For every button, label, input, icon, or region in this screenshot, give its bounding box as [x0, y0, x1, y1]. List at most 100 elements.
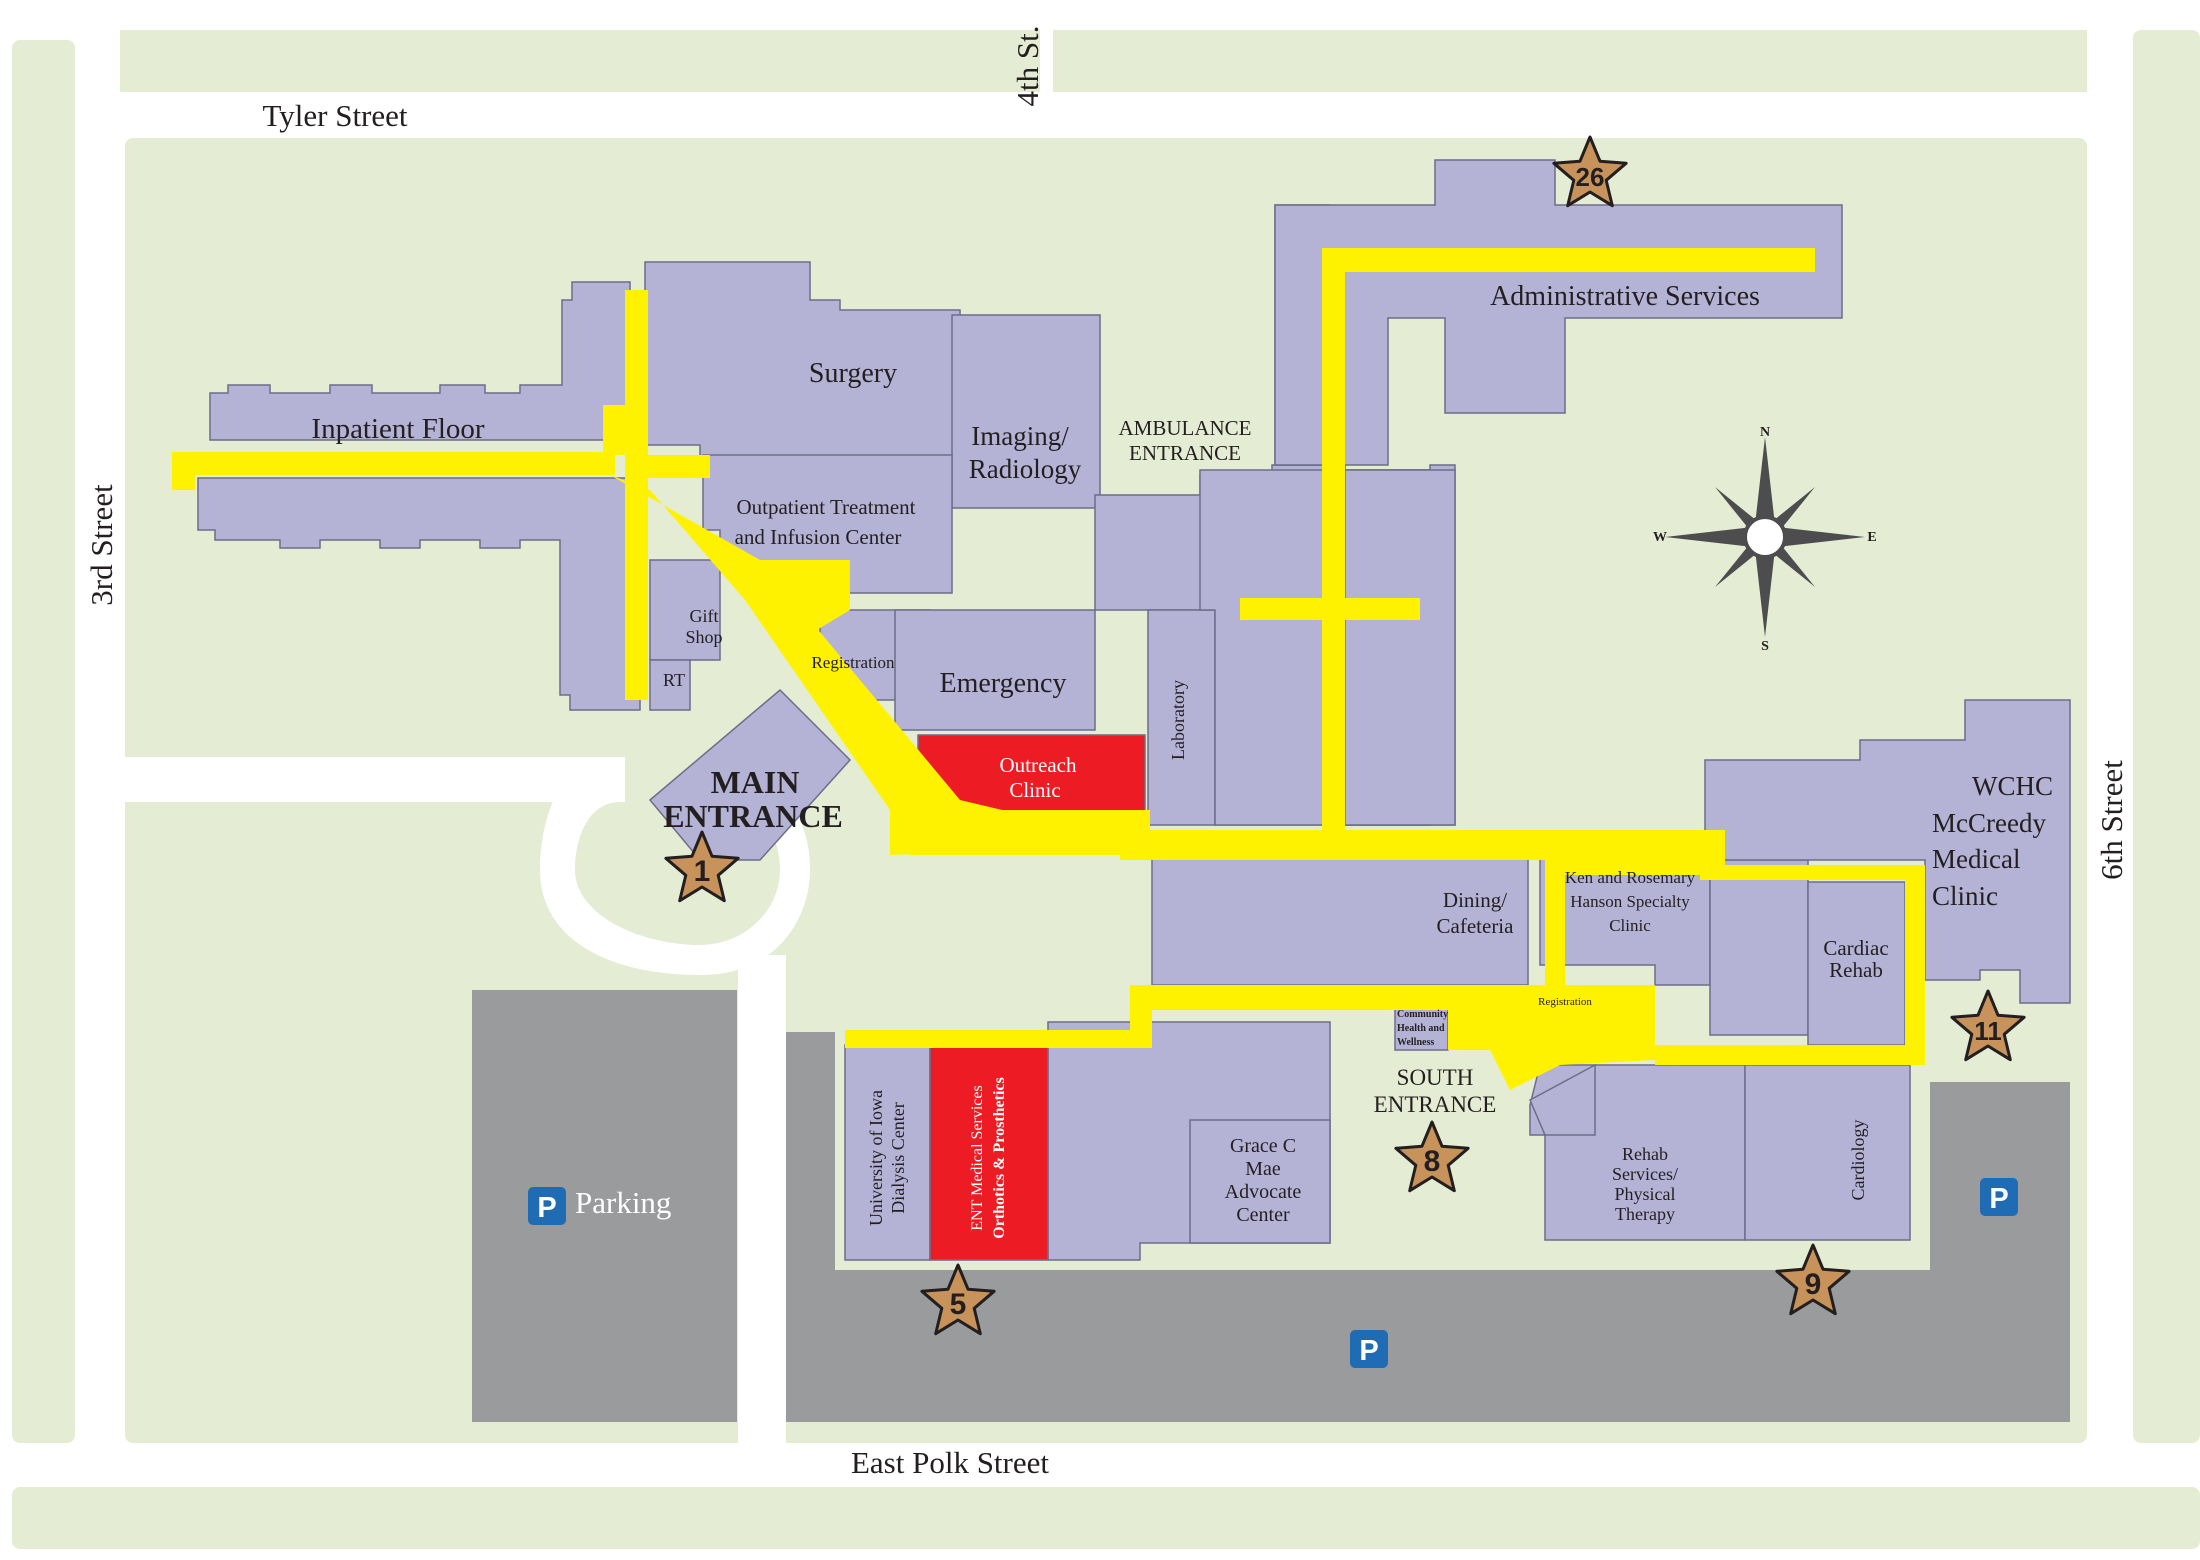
label-wchc-1: WCHC	[1972, 771, 2053, 801]
parking-icon-west: P	[528, 1187, 566, 1225]
label-rehab-1: Rehab	[1622, 1144, 1668, 1164]
label-registration-south: Registration	[1538, 996, 1592, 1008]
parking-lots	[472, 990, 2070, 1422]
building-main-entrance	[648, 688, 852, 861]
street-south: East Polk Street	[851, 1445, 1049, 1480]
label-outreach-1: Outreach	[1000, 753, 1077, 777]
label-ambulance-1: AMBULANCE	[1118, 416, 1251, 440]
compass-rose	[1665, 437, 1865, 637]
star-marker-1: 1	[664, 830, 740, 903]
star-number: 8	[1424, 1145, 1441, 1178]
star-number: 9	[1805, 1268, 1822, 1301]
building-surgery	[644, 261, 961, 461]
label-inpatient: Inpatient Floor	[311, 413, 485, 445]
label-grace-3: Advocate	[1225, 1181, 1302, 1203]
buildings	[197, 159, 2071, 1261]
label-ent-2: Orthotics & Prosthetics	[991, 1077, 1008, 1238]
label-imaging-2: Radiology	[969, 454, 1082, 484]
svg-text:P: P	[1359, 1335, 1378, 1367]
label-main-entrance-2: ENTRANCE	[663, 798, 843, 834]
star-marker-26: 26	[1552, 135, 1628, 208]
red-clinics	[917, 734, 1146, 1261]
parking-lot-south	[786, 1032, 2070, 1422]
label-registration-main: Registration	[811, 653, 895, 672]
compass-e: E	[1867, 530, 1876, 545]
building-cardiology	[1744, 1064, 1911, 1241]
street-east: 6th Street	[2094, 760, 2129, 880]
star-number: 1	[694, 855, 711, 888]
label-cardiac-1: Cardiac	[1823, 936, 1888, 960]
label-rehab-3: Physical	[1615, 1184, 1676, 1204]
parking-icon-east: P	[1980, 1178, 2018, 1216]
label-surgery: Surgery	[809, 358, 897, 389]
label-community-2: Health and	[1397, 1023, 1445, 1034]
label-imaging-1: Imaging/	[971, 421, 1069, 451]
street-west: 3rd Street	[84, 484, 119, 606]
label-gift-1: Gift	[690, 606, 719, 626]
building-ambulance-east	[1344, 469, 1456, 826]
label-cardiology: Cardiology	[1848, 1120, 1868, 1201]
label-south-entrance-2: ENTRANCE	[1374, 1092, 1497, 1117]
star-marker-8: 8	[1394, 1120, 1470, 1193]
building-rehab-west	[1529, 1063, 1596, 1136]
label-dialysis-2: Dialysis Center	[888, 1102, 908, 1213]
label-wchc-4: Clinic	[1932, 881, 1998, 911]
star-marker-5: 5	[920, 1263, 996, 1336]
label-ambulance-2: ENTRANCE	[1129, 441, 1241, 465]
label-wchc-3: Medical	[1932, 844, 2020, 874]
driveway	[125, 757, 810, 1445]
label-hanson-2: Hanson Specialty	[1570, 892, 1690, 911]
star-number: 26	[1576, 162, 1605, 192]
label-outpatient-1: Outpatient Treatment	[736, 495, 915, 519]
parking-icon-south: P	[1350, 1330, 1388, 1368]
building-rt	[649, 659, 691, 711]
label-rehab-4: Therapy	[1615, 1204, 1675, 1224]
label-dining-2: Cafeteria	[1437, 914, 1515, 938]
building-hanson-east	[1709, 859, 1809, 1036]
star-number: 11	[1974, 1016, 2002, 1046]
building-grace	[1189, 1119, 1331, 1244]
entrance-stars: 1 5 8 9 11 26	[664, 135, 2026, 1336]
label-grace-4: Center	[1236, 1204, 1290, 1226]
grass-north-right	[1053, 30, 2087, 92]
star-marker-11: 11	[1950, 989, 2026, 1062]
compass-n: N	[1760, 425, 1770, 440]
label-grace-2: Mae	[1245, 1158, 1281, 1180]
parking-lot-west	[472, 990, 737, 1422]
building-admin	[1274, 159, 1843, 466]
label-main-entrance-1: MAIN	[711, 764, 800, 800]
parking-label: Parking	[575, 1185, 671, 1220]
label-rt: RT	[663, 670, 685, 690]
label-south-entrance-1: SOUTH	[1397, 1065, 1474, 1090]
label-rehab-2: Services/	[1612, 1164, 1678, 1184]
label-cardiac-2: Rehab	[1829, 958, 1883, 982]
street-north: Tyler Street	[262, 98, 407, 133]
star-marker-9: 9	[1775, 1243, 1851, 1316]
compass-s: S	[1761, 639, 1769, 654]
svg-text:P: P	[1989, 1183, 2008, 1215]
building-inpatient-north	[209, 281, 631, 441]
grass-east	[2133, 30, 2200, 1443]
star-number: 5	[950, 1288, 967, 1321]
label-emergency: Emergency	[940, 668, 1067, 699]
label-dining-1: Dining/	[1443, 888, 1507, 912]
label-grace-1: Grace C	[1230, 1135, 1296, 1157]
label-outpatient-2: and Infusion Center	[735, 525, 902, 549]
compass-w: W	[1653, 530, 1667, 545]
hallways	[172, 248, 1925, 1090]
label-dialysis-1: University of Iowa	[866, 1090, 886, 1226]
label-ent-1: ENT Medical Services	[969, 1085, 986, 1230]
label-laboratory: Laboratory	[1168, 680, 1188, 760]
building-emergency	[894, 609, 1096, 731]
label-hanson-3: Clinic	[1609, 916, 1651, 935]
label-wchc-2: McCreedy	[1932, 808, 2046, 838]
building-ent	[929, 1044, 1049, 1261]
label-gift-2: Shop	[685, 627, 722, 647]
label-admin: Administrative Services	[1490, 281, 1760, 312]
label-community-1: Community	[1397, 1009, 1448, 1020]
label-hanson-1: Ken and Rosemary	[1565, 868, 1696, 887]
grass-north-left	[120, 30, 1040, 92]
label-outreach-2: Clinic	[1009, 778, 1060, 802]
building-inpatient-south	[197, 477, 641, 711]
